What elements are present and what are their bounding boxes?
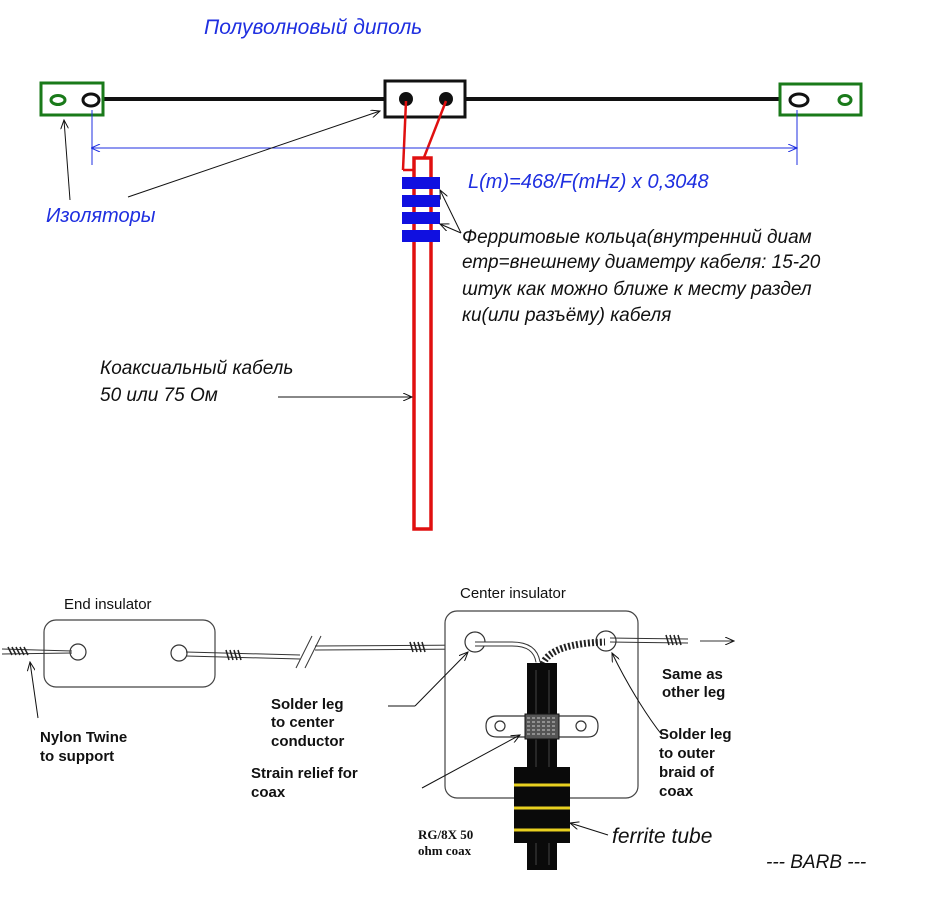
ferrite-rings <box>402 177 440 242</box>
svg-text:штук как можно ближе к месту р: штук как можно ближе к месту раздел <box>462 279 812 300</box>
right-insulator <box>778 82 863 117</box>
svg-text:Nylon Twine: Nylon Twine <box>40 729 127 746</box>
center-connector-box <box>383 79 467 119</box>
center-insulator-label: Center insulator <box>460 585 566 602</box>
strain-relief-label: Strain relief for coax <box>251 765 358 801</box>
svg-text:Strain relief for: Strain relief for <box>251 765 358 782</box>
coax-label: Коаксиальный кабель 50 или 75 Ом <box>100 358 293 406</box>
svg-text:етр=внешнему диаметру кабеля:: етр=внешнему диаметру кабеля: 15-20 <box>462 252 821 273</box>
svg-text:coax: coax <box>659 783 694 800</box>
svg-text:Solder leg: Solder leg <box>271 696 344 713</box>
same-as-other-leg-wire <box>609 634 734 646</box>
coax-cable <box>412 156 433 531</box>
svg-text:to support: to support <box>40 748 114 765</box>
solder-outer-label: Solder leg to outer braid of coax <box>659 726 732 800</box>
ferrite-tube-label: ferrite tube <box>612 825 712 848</box>
strain-relief-pointer <box>421 735 520 789</box>
svg-text:other leg: other leg <box>662 684 725 701</box>
coax-type-label: RG/8X 50 ohm coax <box>418 827 473 858</box>
solder-center-pointer <box>414 652 468 707</box>
solder-center-label: Solder leg to center conductor <box>271 696 344 750</box>
ferrite-tube-pointer <box>570 823 609 836</box>
svg-text:Коаксиальный кабель: Коаксиальный кабель <box>100 358 293 379</box>
insulator-pointer-left <box>64 120 71 201</box>
svg-text:to center: to center <box>271 714 335 731</box>
solder-outer-pointer <box>612 653 663 736</box>
signature: --- BARB --- <box>766 852 866 873</box>
svg-text:coax: coax <box>251 784 286 801</box>
svg-text:Same as: Same as <box>662 666 723 683</box>
svg-text:Ферритовые кольца(внутренний д: Ферритовые кольца(внутренний диам <box>462 227 812 248</box>
nylon-twine <box>1 646 73 656</box>
end-insulator-label: End insulator <box>64 596 152 613</box>
coax-braid <box>539 638 606 666</box>
ferrite-tube <box>514 767 570 843</box>
svg-text:50 или 75 Ом: 50 или 75 Ом <box>100 385 218 406</box>
insulator-pointer-center <box>127 111 380 198</box>
nylon-twine-pointer <box>30 662 39 719</box>
svg-text:conductor: conductor <box>271 733 344 750</box>
ferrite-note: Ферритовые кольца(внутренний диам етр=вн… <box>462 227 821 326</box>
left-insulator <box>39 81 105 117</box>
insulators-label: Изоляторы <box>46 205 156 227</box>
length-formula: L(m)=468/F(mHz) x 0,3048 <box>468 171 709 193</box>
svg-text:to outer: to outer <box>659 745 715 762</box>
svg-text:RG/8X 50: RG/8X 50 <box>418 827 473 842</box>
upper-title: Полуволновый диполь <box>204 16 422 39</box>
antenna-wire-lower <box>185 635 476 669</box>
strain-relief-clamp <box>485 713 599 740</box>
coax-lead-left <box>401 100 408 171</box>
svg-text:ки(или разъёму) кабеля: ки(или разъёму) кабеля <box>462 305 671 326</box>
svg-text:braid of: braid of <box>659 764 715 781</box>
same-as-other-leg-label: Same as other leg <box>662 666 725 701</box>
svg-text:ohm coax: ohm coax <box>418 843 472 858</box>
svg-text:Solder leg: Solder leg <box>659 726 732 743</box>
nylon-twine-label: Nylon Twine to support <box>40 729 127 765</box>
